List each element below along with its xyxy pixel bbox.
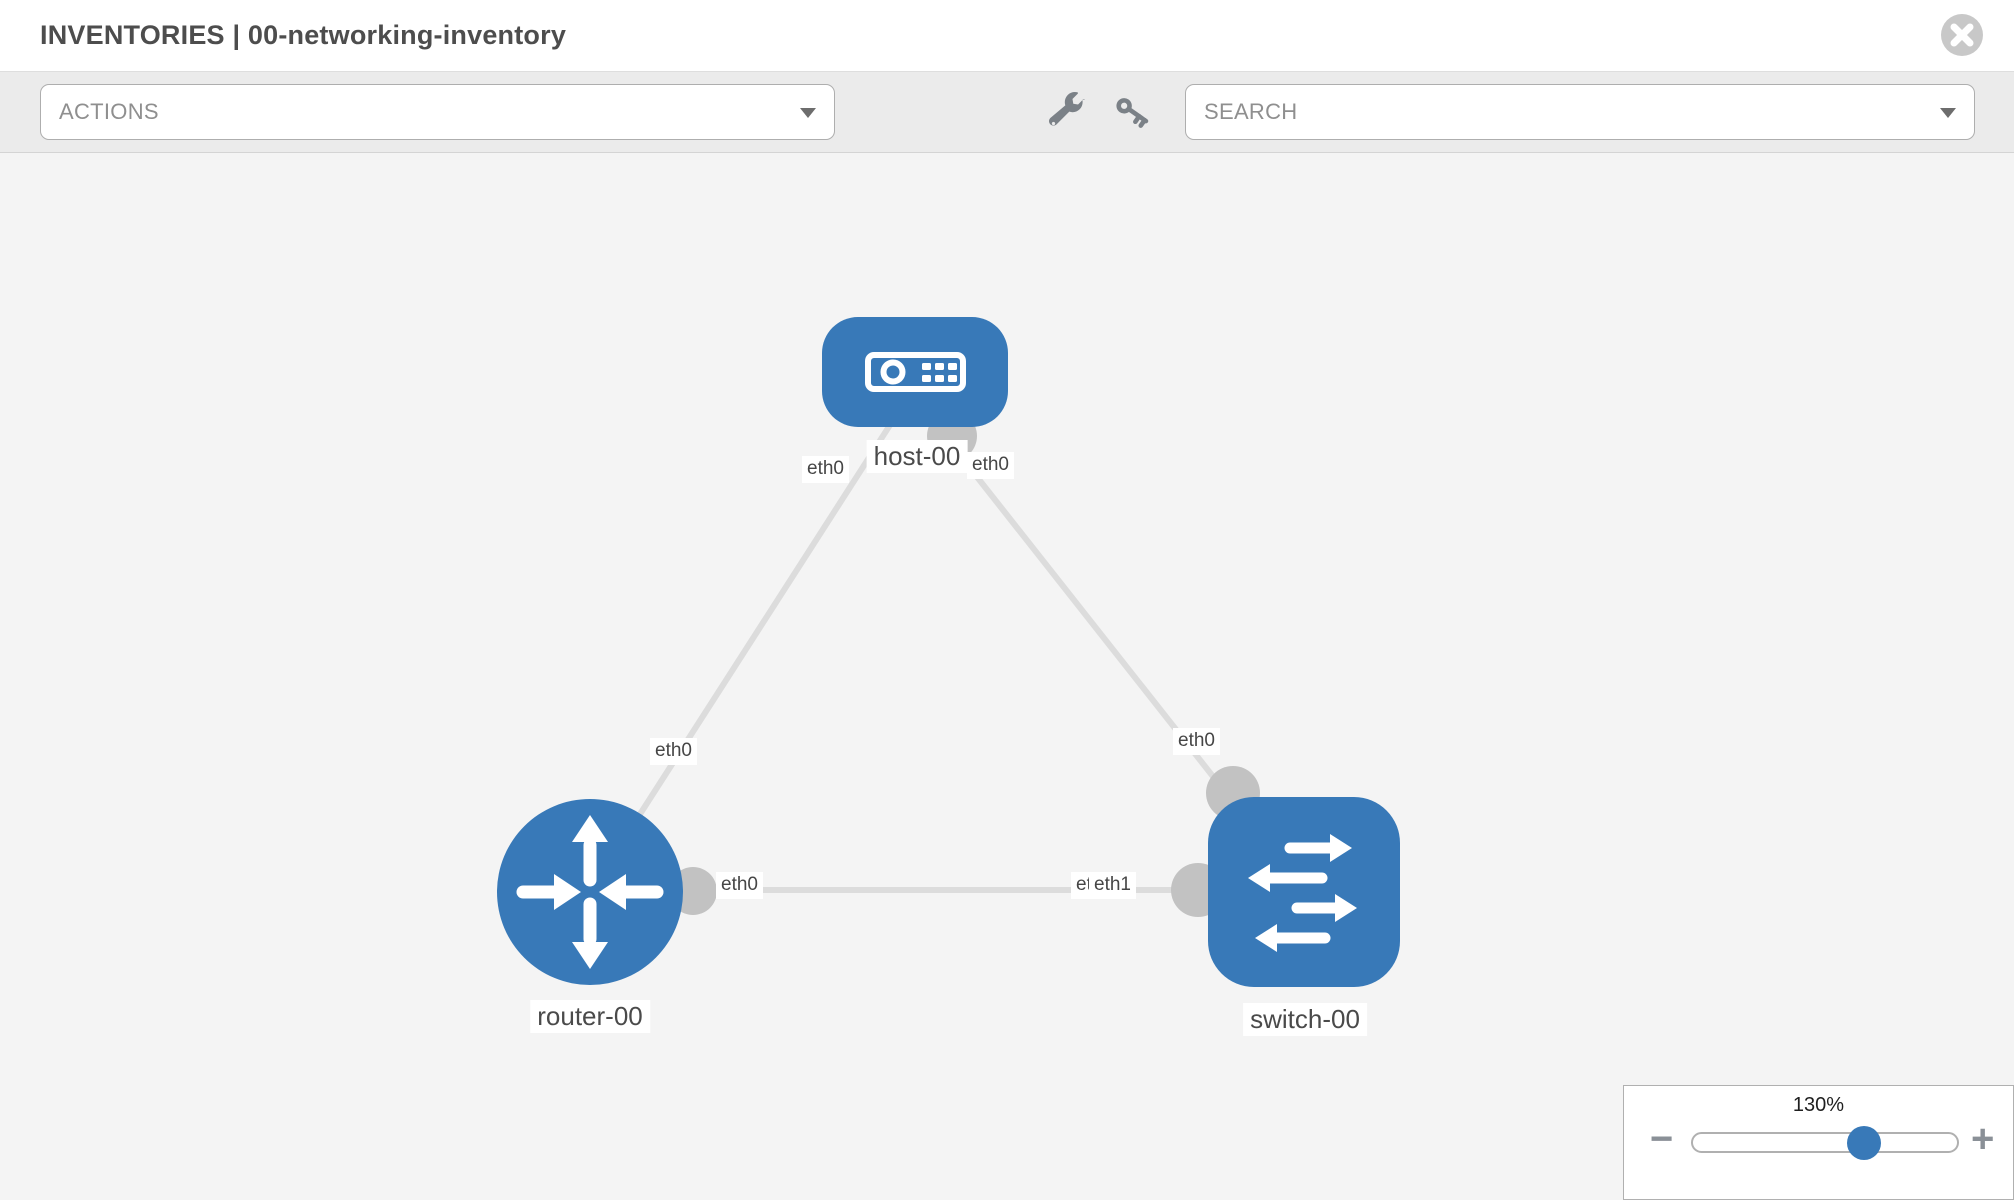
zoom-slider-thumb[interactable] bbox=[1847, 1126, 1881, 1160]
caret-down-icon bbox=[800, 108, 816, 118]
host-icon bbox=[865, 352, 966, 392]
wrench-icon bbox=[1048, 92, 1085, 126]
key-icon bbox=[1116, 98, 1149, 128]
iface-label-router-to-switch: eth0 bbox=[716, 872, 763, 899]
close-icon bbox=[1941, 14, 1983, 56]
page-title: INVENTORIES | 00-networking-inventory bbox=[40, 20, 567, 50]
iface-label-router-to-host: eth0 bbox=[650, 738, 697, 765]
router-icon bbox=[516, 815, 664, 969]
link-layer bbox=[587, 411, 1307, 917]
toolbar: ACTIONS SEARCH bbox=[0, 71, 2014, 153]
node-label-router: router-00 bbox=[530, 1000, 650, 1033]
iface-label-switch-eth1-over: eth1 bbox=[1089, 872, 1136, 899]
zoom-in-button[interactable]: + bbox=[1971, 1117, 1995, 1161]
zoom-slider-track[interactable] bbox=[1691, 1132, 1959, 1153]
node-switch-00[interactable] bbox=[1208, 797, 1400, 987]
configure-tools-button[interactable] bbox=[1048, 92, 1085, 133]
search-placeholder: SEARCH bbox=[1204, 99, 1298, 124]
actions-dropdown-label: ACTIONS bbox=[59, 99, 159, 124]
caret-down-icon bbox=[1940, 108, 1956, 118]
node-label-switch: switch-00 bbox=[1243, 1003, 1367, 1036]
zoom-level-value: 130% bbox=[1792, 1094, 1845, 1116]
iface-label-host-to-switch: eth0 bbox=[967, 452, 1014, 479]
topology-canvas[interactable]: host-00 router-00 switch-00 eth0 eth0 et… bbox=[0, 153, 2014, 1200]
credentials-button[interactable] bbox=[1113, 92, 1153, 137]
header: INVENTORIES | 00-networking-inventory bbox=[0, 0, 2014, 71]
node-router-00[interactable] bbox=[497, 799, 683, 985]
search-dropdown[interactable]: SEARCH bbox=[1185, 84, 1975, 140]
node-host-00[interactable] bbox=[822, 317, 1008, 427]
zoom-control-panel: 130% − + bbox=[1623, 1085, 2014, 1200]
zoom-out-button[interactable]: − bbox=[1650, 1117, 1674, 1161]
actions-dropdown[interactable]: ACTIONS bbox=[40, 84, 835, 140]
node-label-host: host-00 bbox=[866, 440, 968, 473]
switch-icon bbox=[1248, 834, 1357, 952]
close-button[interactable] bbox=[1940, 13, 1984, 57]
iface-label-switch-to-host: eth0 bbox=[1173, 728, 1220, 755]
iface-label-host-to-router: eth0 bbox=[802, 456, 849, 483]
